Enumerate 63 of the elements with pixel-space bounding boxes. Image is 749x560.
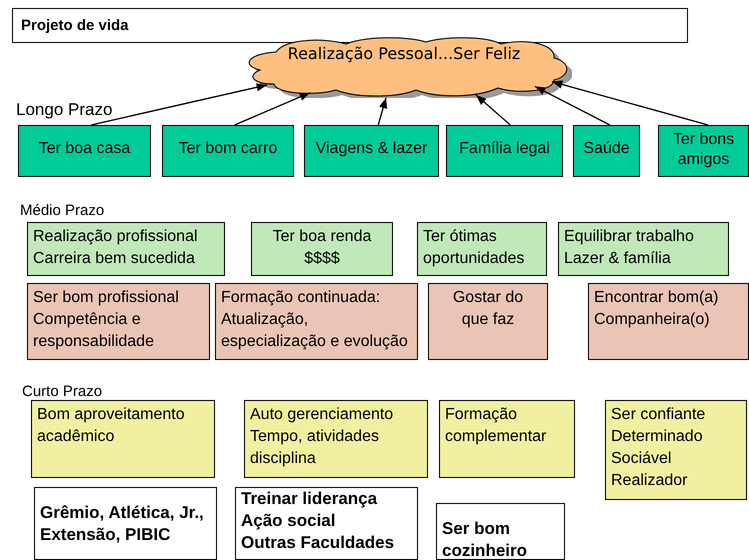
box-text: Ser bom cozinheiro [442, 518, 528, 560]
goal-box [573, 125, 640, 177]
goal-box [658, 125, 749, 177]
arrow [234, 92, 310, 126]
goal-box [588, 283, 749, 360]
box-text: Ação social [241, 510, 336, 532]
box-text: Competência e responsabilidade [33, 310, 155, 352]
box-text: Encontrar bom(a) Companheira(o) [594, 288, 720, 330]
goal-box [235, 487, 418, 560]
goal-box [18, 125, 151, 177]
box-text: Grêmio, Atlética, Jr., Extensão, PIBIC [40, 502, 205, 546]
box-text: Viagens & lazer [314, 139, 428, 159]
goal-box [27, 222, 225, 276]
goal-box [436, 503, 565, 560]
box-text: Ter bom carro [178, 139, 278, 159]
goal-box [31, 400, 215, 478]
goal-box [27, 283, 210, 360]
box-text: Outras Faculdades [241, 532, 396, 554]
box-text: Treinar liderança [241, 488, 378, 510]
section-label: Médio Prazo [20, 202, 104, 219]
arrow [534, 86, 610, 126]
box-text: Lazer & família [564, 249, 672, 269]
goal-box [215, 283, 418, 360]
box-text: Formação continuada: [221, 288, 382, 308]
box-text: Gostar do que faz [452, 288, 524, 330]
goal-box [439, 400, 575, 478]
box-text: Formação complementar [445, 405, 548, 447]
box-text: Atualização, especialização e evolução [221, 310, 409, 352]
goal-box [244, 400, 428, 478]
box-text: $$$$ [303, 249, 341, 269]
box-text: Família legal [458, 139, 551, 159]
goal-box [428, 283, 548, 360]
box-text: Auto gerenciamento [250, 405, 394, 425]
box-text: Bom aproveitamento acadêmico [37, 405, 186, 447]
arrow [378, 98, 388, 126]
cloud-text: Realização Pessoal...Ser Feliz [286, 44, 522, 63]
box-text: Tempo, atividades disciplina [250, 427, 380, 469]
box-text: Carreira bem sucedida [33, 249, 196, 269]
box-text: Sociável [611, 449, 672, 469]
goal-box [34, 487, 217, 560]
goal-box [605, 400, 747, 500]
box-text: Realização profissional [33, 227, 199, 247]
box-text: Ter bons amigos [672, 130, 736, 170]
section-label: Curto Prazo [22, 383, 102, 400]
arrow [91, 83, 268, 126]
goal-box [304, 125, 439, 177]
box-text: Ser confiante [611, 405, 706, 425]
section-label: Longo Prazo [16, 100, 112, 120]
goal-box [162, 125, 294, 177]
box-text: Ter boa renda [272, 227, 372, 247]
box-text: Realizador [611, 471, 688, 491]
arrow [552, 80, 708, 126]
goal-box [558, 222, 729, 276]
box-text: Saúde [582, 139, 631, 159]
arrow [476, 94, 511, 126]
goal-box [251, 222, 393, 276]
box-text: Equilibrar trabalho [564, 227, 695, 247]
box-text: Ter boa casa [38, 139, 132, 159]
goal-box [446, 125, 563, 177]
box-text: Ter ótimas oportunidades [423, 227, 526, 269]
box-text: Determinado [611, 427, 704, 447]
box-text: Ser bom profissional [33, 288, 180, 308]
goal-box [417, 222, 547, 276]
